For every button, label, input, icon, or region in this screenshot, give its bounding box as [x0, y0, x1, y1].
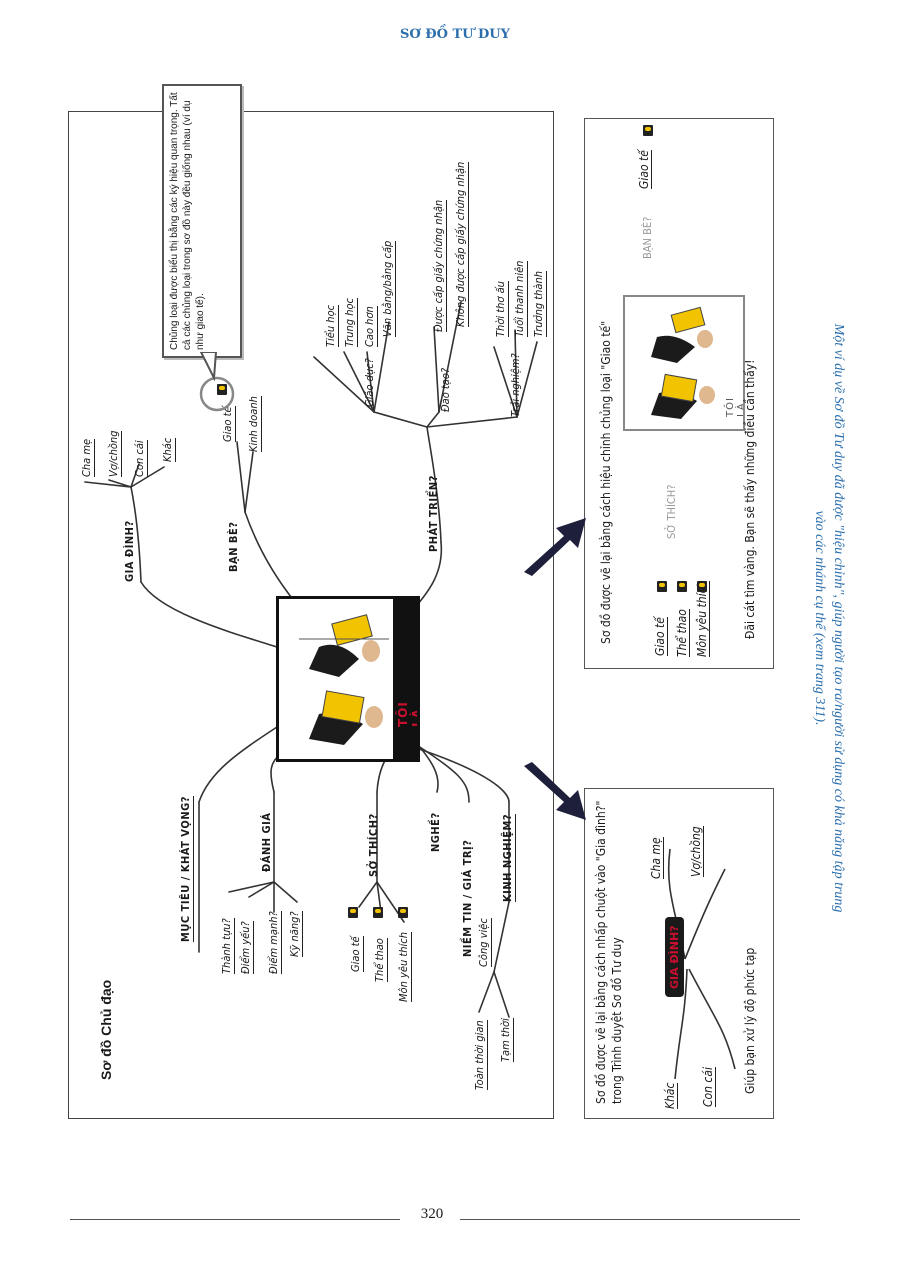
branch-niem-tin: NIỀM TIN / GIÁ TRỊ? — [461, 839, 474, 957]
footer-rule-left — [70, 1219, 400, 1220]
leaf-thanh-tuu: Thành tựu? — [220, 918, 235, 974]
callout-text: Chủng loại được biểu thị bằng các ký hiệ… — [169, 92, 206, 350]
branch-so-thich: SỞ THÍCH? — [367, 813, 380, 877]
leaf-khong-duoc-cap: Không được cấp giấy chứng nhận — [454, 161, 469, 327]
leaf-thoi-tho-au: Thời thơ ấu — [494, 281, 509, 337]
panel-bottom-con-cai: Con cái — [701, 1067, 716, 1107]
leaf-tieu-hoc: Tiểu học — [324, 304, 339, 347]
footer-rule-right — [460, 1219, 800, 1220]
figure-caption: Một ví dụ về Sơ đồ Tư duy đã được "hiệu … — [812, 323, 846, 913]
branch-line-niem-tin — [411, 741, 470, 803]
sub-trai-nghiem: Trải nghiệm? — [509, 353, 522, 417]
arrow-to-top-panel — [524, 518, 586, 576]
arrow-to-bottom-panel — [524, 762, 586, 820]
leaf-van-bang: Văn bằng/bằng cấp — [381, 240, 396, 337]
main-map-title: Sơ đồ Chủ đạo — [98, 979, 114, 1080]
key-icon — [643, 125, 653, 136]
branch-ban-be: BẠN BÈ? — [227, 521, 240, 572]
leaf-the-thao: Thể thao — [373, 938, 388, 982]
panel-bottom: Sơ đồ được vẽ lại bằng cách nhấp chuột v… — [584, 788, 774, 1119]
panel-top: Sơ đồ được vẽ lại bằng cách hiệu chỉnh c… — [584, 118, 774, 669]
key-icon — [657, 581, 667, 592]
panel-top-intro: Sơ đồ được vẽ lại bằng cách hiệu chỉnh c… — [599, 320, 613, 644]
center-label: TÔI LÀ AI? — [396, 701, 420, 727]
key-icon — [348, 907, 358, 918]
leaf-mon-yeu-thich: Môn yêu thích — [397, 932, 412, 1002]
branch-line-kinh-nghiem — [412, 746, 510, 803]
callout-pointer — [199, 352, 218, 382]
leaf-con-cai: Con cái — [133, 440, 148, 477]
panel-top-right-giao-te: Giao tế — [637, 150, 652, 189]
key-icon — [398, 907, 408, 918]
businessmen-illustration — [299, 599, 417, 759]
leaf-duoc-cap: Được cấp giấy chứng nhận — [432, 199, 447, 332]
center-illustration: TÔI LÀ AI? — [276, 596, 420, 762]
panel-bottom-khac: Khác — [663, 1082, 678, 1109]
main-map-frame: Sơ đồ Chủ đạo GIA ĐÌNH? Cha mẹ Vợ/chồng … — [68, 111, 554, 1119]
panel-bottom-vo-chong: Vợ/chồng — [689, 826, 704, 877]
callout-box: Chủng loại được biểu thị bằng các ký hiệ… — [162, 84, 242, 358]
leaf-truong-thanh: Trưởng thành — [532, 270, 547, 337]
sub-dao-tao: Đào tạo? — [439, 367, 452, 412]
leaf-tuoi-thanh-nien: Tuổi thanh niên — [513, 260, 528, 337]
branch-kinh-nghiem: KINH NGHIỆM? — [501, 813, 516, 902]
key-icon — [373, 907, 383, 918]
leaf-tam-thoi: Tạm thời — [499, 1018, 514, 1062]
leaf-khac: Khác — [161, 437, 176, 462]
branch-muc-tieu: MỤC TIÊU / KHÁT VỌNG? — [179, 796, 194, 942]
businessmen-illustration — [651, 306, 715, 419]
sub-giao-duc: Giáo dục? — [363, 358, 376, 407]
panel-top-center-label: TÔI LÀ AI? — [725, 397, 745, 417]
panel-top-gray-so-thich: SỞ THÍCH? — [665, 484, 678, 539]
panel-bottom-footer: Giúp bạn xử lý độ phức tạp — [743, 947, 757, 1094]
panel-bottom-cha-me: Cha mẹ — [649, 837, 664, 879]
leaf-kinh-doanh: Kinh doanh — [247, 396, 262, 452]
highlight-circle — [199, 376, 235, 412]
leaf-vo-chong: Vợ/chồng — [107, 430, 122, 477]
leaf-cong-viec: Công việc — [477, 918, 492, 967]
branch-line-gia-dinh — [140, 581, 278, 648]
panel-top-illustration: TÔI LÀ AI? — [623, 295, 745, 431]
leaf-toan-thoi-gian: Toàn thời gian — [473, 1020, 488, 1090]
panel-top-item-the-thao: Thể thao — [675, 609, 690, 657]
leaf-diem-yeu: Điểm yếu? — [239, 921, 254, 974]
key-icon — [217, 384, 227, 395]
panel-bottom-intro: Sơ đồ được vẽ lại bằng cách nhấp chuột v… — [594, 800, 624, 1104]
branch-phat-trien: PHÁT TRIỂN? — [427, 475, 440, 552]
branch-gia-dinh: GIA ĐÌNH? — [123, 520, 136, 582]
branch-line-muc-tieu — [198, 726, 278, 803]
leaf-ky-nang: Kỹ năng? — [288, 911, 303, 957]
page-number: 320 — [420, 1206, 444, 1222]
leaf-diem-manh: Điểm mạnh? — [267, 911, 282, 974]
branch-danh-gia: ĐÁNH GIÁ — [260, 812, 273, 872]
branch-nghe: NGHỀ? — [429, 812, 442, 852]
leaf-cha-me: Cha mẹ — [80, 438, 95, 477]
leaf-trung-hoc: Trung học — [343, 298, 358, 347]
branch-line-ban-be — [244, 511, 296, 603]
panel-top-gray-ban-be: BẠN BÈ? — [641, 216, 654, 259]
panel-bottom-center: GIA ĐÌNH? — [665, 917, 684, 997]
panel-top-footer: Đãi cát tìm vàng. Bạn sẽ thấy những điều… — [743, 359, 757, 640]
key-icon — [677, 581, 687, 592]
leaf-so-thich-giao-te: Giao tế — [349, 936, 364, 972]
key-icon — [697, 581, 707, 592]
panel-top-item-mon-yeu-thich: Môn yêu thích — [695, 580, 710, 657]
leaf-cao-hon: Cao hơn — [363, 306, 378, 347]
page-header: SƠ ĐỒ TƯ DUY — [400, 27, 510, 42]
panel-top-item-giao-te: Giao tế — [653, 617, 668, 656]
